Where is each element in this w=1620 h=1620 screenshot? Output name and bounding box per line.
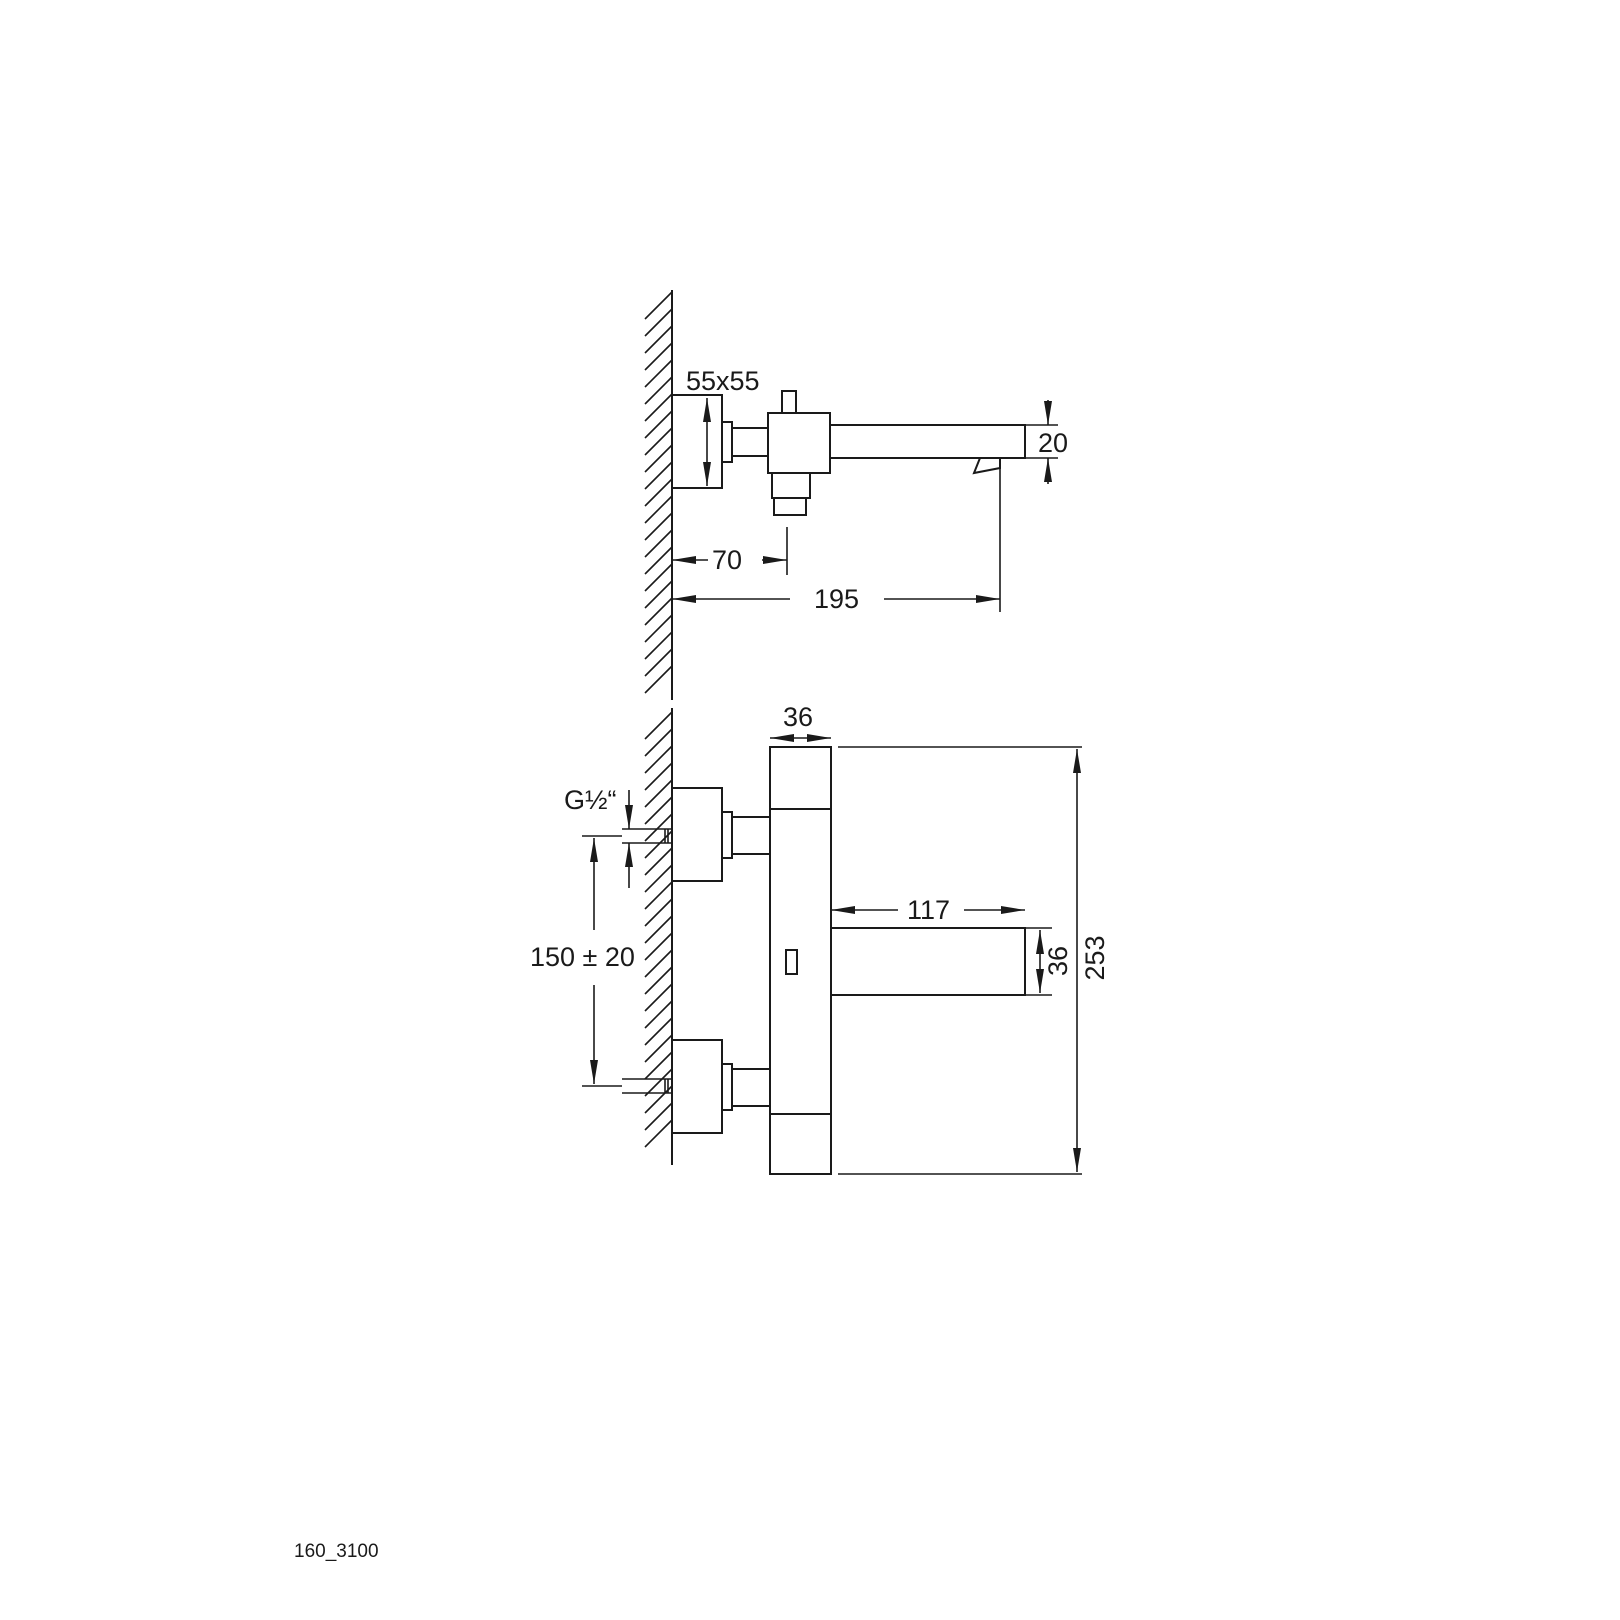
hatch-line (644, 1017, 673, 1046)
hatch-line (644, 461, 673, 490)
hatch-line (644, 796, 673, 825)
handle-top (781, 390, 797, 414)
drawing-reference: 160_3100 (294, 1541, 379, 1562)
cartridge-upper (771, 472, 811, 499)
hatch-line (644, 580, 673, 609)
body-width-label: 36 (783, 702, 813, 732)
hatch-line (644, 393, 673, 422)
hatch-line (644, 410, 673, 439)
mixer-body-front (769, 746, 832, 1175)
wall-hatching-top (644, 291, 673, 694)
hatch-line (644, 728, 673, 757)
wall-hatching-front (644, 711, 673, 1148)
hatch-line (644, 427, 673, 456)
hatch-line (644, 308, 673, 337)
hatch-line (644, 665, 673, 694)
hatch-line (644, 898, 673, 927)
hatch-line (644, 512, 673, 541)
rosette-size-label: 55x55 (686, 366, 760, 396)
hatch-line (644, 597, 673, 626)
top-view: 55x55 20 70 195 (644, 290, 1068, 700)
hatch-line (644, 949, 673, 978)
hatch-line (644, 563, 673, 592)
spout-front (830, 927, 1026, 996)
connector (721, 421, 733, 463)
hatch-line (644, 1119, 673, 1148)
hatch-line (644, 342, 673, 371)
spout-outlet (972, 457, 1001, 475)
hatch-line (644, 1102, 673, 1131)
hatch-line (644, 762, 673, 791)
indicator-window (785, 949, 798, 975)
lower-pipe (731, 1068, 771, 1107)
lower-rosette (671, 1039, 723, 1134)
lower-connector (721, 1063, 733, 1111)
offset-label: 70 (712, 545, 742, 575)
upper-pipe (731, 816, 771, 855)
hatch-line (644, 813, 673, 842)
hatch-line (644, 1034, 673, 1063)
hatch-line (644, 847, 673, 876)
front-view: 36 117 36 253 150 ± 20 G½“ (530, 702, 1110, 1175)
hatch-line (644, 932, 673, 961)
spout-height-label: 20 (1038, 428, 1068, 458)
hatch-line (644, 864, 673, 893)
cartridge-lower (773, 497, 807, 516)
hatch-line (644, 881, 673, 910)
hatch-line (644, 779, 673, 808)
upper-connector (721, 811, 733, 859)
hatch-line (644, 631, 673, 660)
hatch-line (644, 745, 673, 774)
mixer-body-top (767, 412, 831, 474)
hatch-line (644, 648, 673, 677)
thread-label: G½“ (564, 785, 617, 815)
hatch-line (644, 529, 673, 558)
spout-top (830, 424, 1026, 459)
hatch-line (644, 1051, 673, 1080)
rosette (671, 394, 723, 489)
hatch-line (644, 495, 673, 524)
hatch-line (644, 444, 673, 473)
hatch-line (644, 478, 673, 507)
hatch-line (644, 614, 673, 643)
spout-thickness-label: 36 (1043, 946, 1073, 976)
projection-label: 195 (814, 584, 859, 614)
hatch-line (644, 546, 673, 575)
hatch-line (644, 359, 673, 388)
spout-length-label: 117 (907, 895, 950, 925)
overall-height-label: 253 (1080, 935, 1110, 980)
hatch-line (644, 711, 673, 740)
hatch-line (644, 325, 673, 354)
connector-pipe (731, 427, 769, 457)
hatch-line (644, 1068, 673, 1097)
hatch-line (644, 1000, 673, 1029)
upper-rosette (671, 787, 723, 882)
hatch-line (644, 376, 673, 405)
hatch-line (644, 915, 673, 944)
hatch-line (644, 291, 673, 320)
hatch-line (644, 966, 673, 995)
hatch-line (644, 983, 673, 1012)
spacing-label: 150 ± 20 (530, 942, 635, 972)
